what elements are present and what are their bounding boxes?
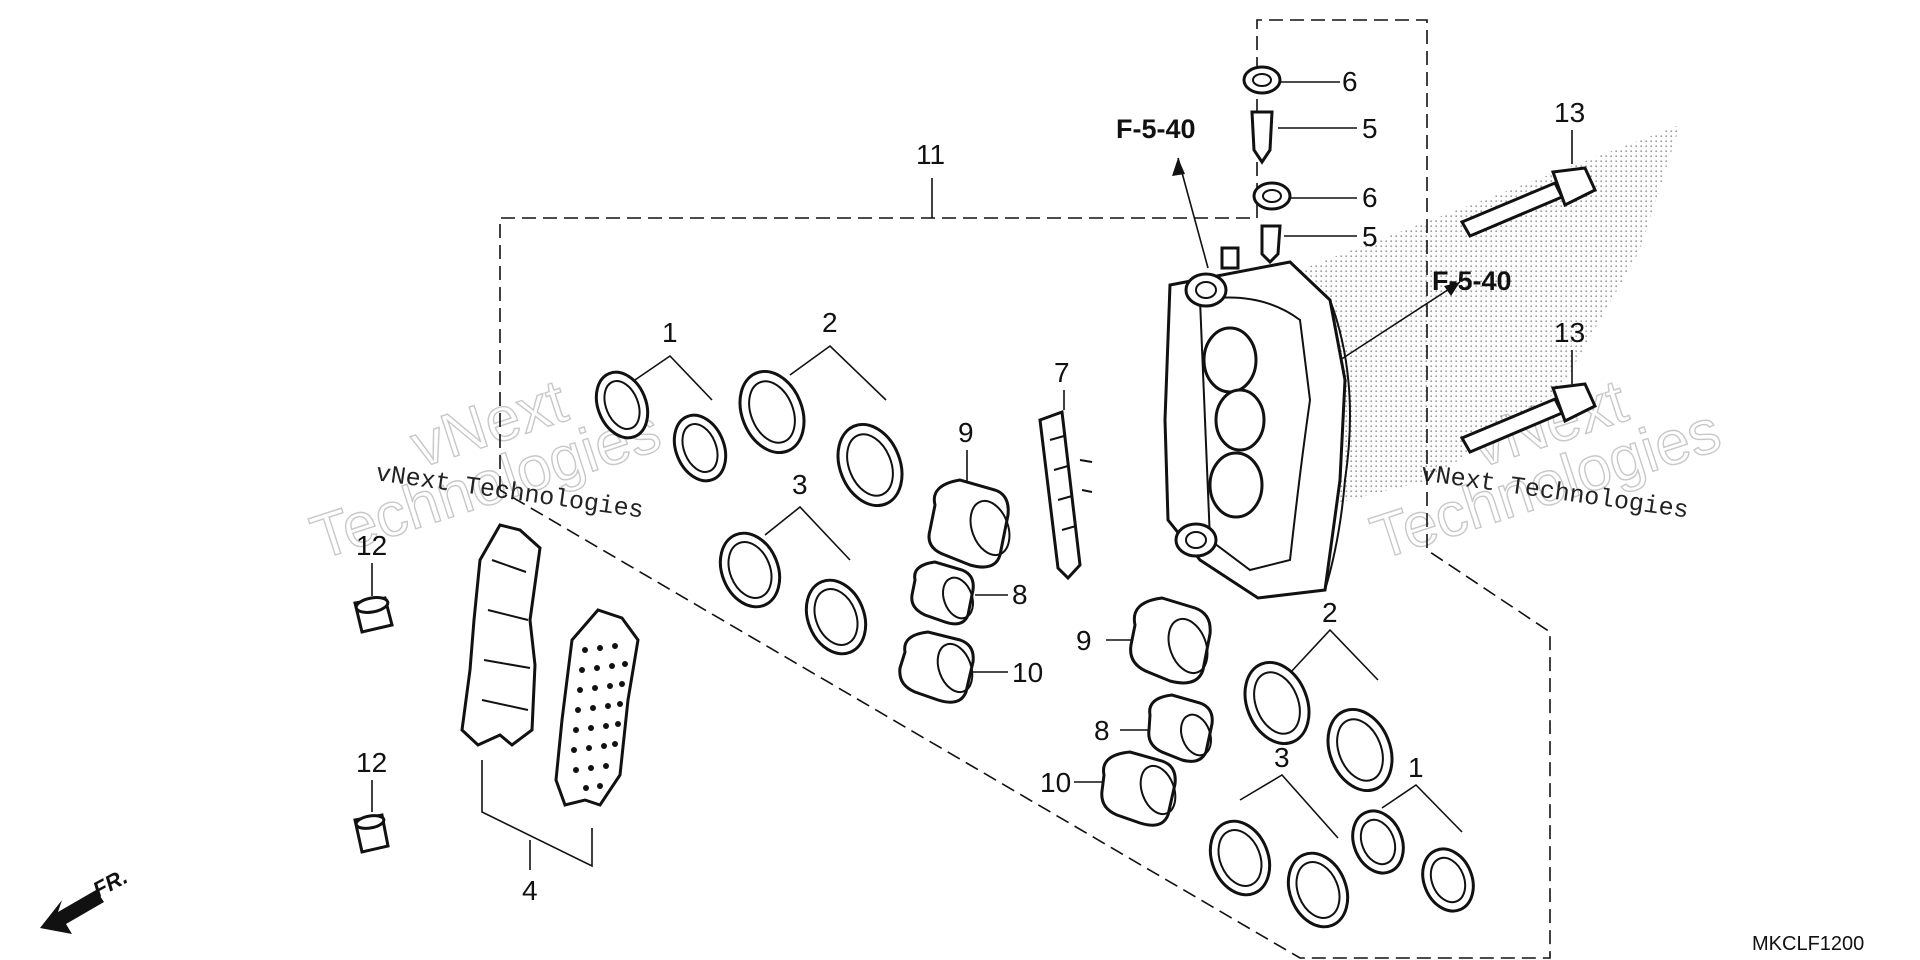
callout-8-lower: 8 (1094, 715, 1110, 746)
front-direction-arrow-icon (40, 890, 104, 934)
callout-8: 8 (1012, 579, 1028, 610)
callout-5-lower: 5 (1362, 221, 1378, 252)
callout-3-lower: 3 (1274, 742, 1290, 773)
pistons (898, 478, 1214, 827)
assembly-outline (499, 19, 1551, 959)
reference-label-upper: F-5-40 (1116, 114, 1196, 144)
caliper-body (1163, 246, 1351, 600)
callout-4: 4 (522, 875, 538, 906)
diagram-code: MKCLF1200 (1752, 933, 1864, 955)
callout-11: 11 (916, 139, 945, 170)
bleeder-valves (1242, 65, 1292, 265)
callout-3: 3 (792, 469, 808, 500)
callout-2-lower: 2 (1322, 597, 1338, 628)
mounting-bolts (1459, 166, 1597, 454)
piston-seals (594, 369, 1475, 929)
callout-13-lower: 13 (1554, 317, 1585, 348)
callout-13: 13 (1554, 97, 1585, 128)
callout-9-lower: 9 (1076, 625, 1092, 656)
callout-6: 6 (1342, 66, 1358, 97)
reference-label-right: F-5-40 (1432, 266, 1512, 296)
callout-6-lower: 6 (1362, 182, 1378, 213)
bushings (353, 596, 394, 854)
pad-spring (1038, 409, 1093, 581)
callout-labels: 1 2 3 4 6 5 6 5 7 9 8 10 9 8 10 2 3 1 11… (356, 66, 1585, 906)
callout-1-lower: 1 (1408, 752, 1424, 783)
callout-12: 12 (356, 530, 387, 561)
callout-1: 1 (662, 317, 678, 348)
callout-10: 10 (1012, 657, 1043, 688)
callout-10-lower: 10 (1040, 767, 1071, 798)
stipple-area (1300, 125, 1680, 510)
callout-9: 9 (958, 417, 974, 448)
brake-pads (460, 523, 640, 807)
callout-12-lower: 12 (356, 747, 387, 778)
callout-5: 5 (1362, 113, 1378, 144)
callout-7: 7 (1054, 357, 1070, 388)
leader-lines (371, 81, 1573, 870)
callout-2: 2 (822, 307, 838, 338)
